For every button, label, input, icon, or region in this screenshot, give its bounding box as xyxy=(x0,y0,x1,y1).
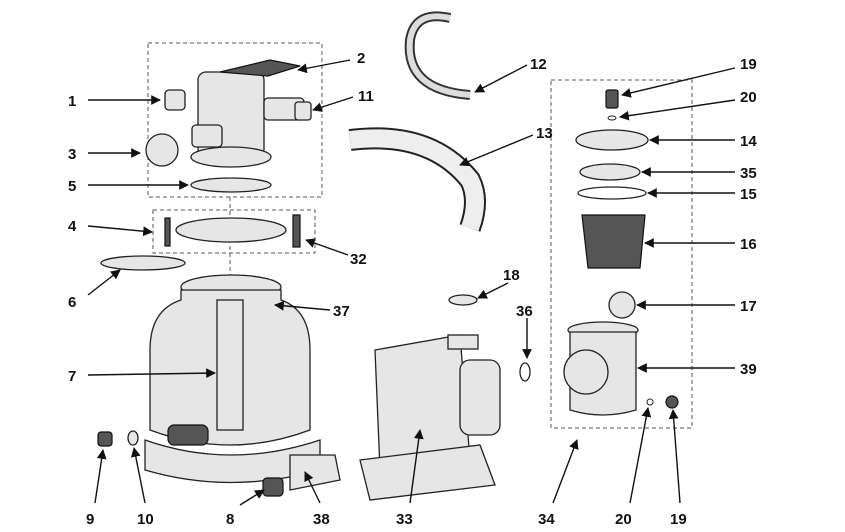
label-39: 39 xyxy=(740,361,757,378)
adapter xyxy=(448,294,478,306)
label-4: 4 xyxy=(68,218,77,235)
label-11: 11 xyxy=(358,88,374,105)
washer xyxy=(607,115,617,121)
strainer-housing xyxy=(563,321,639,416)
drain-plug xyxy=(262,477,284,497)
valve-group-box xyxy=(147,42,323,198)
label-13: 13 xyxy=(536,125,553,142)
pump-motor xyxy=(359,334,501,501)
label-17: 17 xyxy=(740,298,757,315)
label-10: 10 xyxy=(137,511,154,528)
pump-housing-group-box xyxy=(550,79,693,429)
small-washer xyxy=(646,398,654,406)
label-15: 15 xyxy=(740,186,757,203)
label-20-top: 20 xyxy=(740,89,757,106)
drain-screw xyxy=(665,395,679,409)
o-ring-36 xyxy=(519,362,531,382)
drain-cap xyxy=(97,431,113,447)
label-35: 35 xyxy=(740,165,757,182)
lid xyxy=(579,163,641,181)
label-12: 12 xyxy=(530,56,547,73)
label-14: 14 xyxy=(740,133,757,150)
check-valve xyxy=(608,291,636,319)
label-34: 34 xyxy=(538,511,555,528)
o-ring xyxy=(127,430,139,446)
label-36: 36 xyxy=(516,303,533,320)
clamp xyxy=(164,214,301,248)
label-18: 18 xyxy=(503,267,520,284)
label-6: 6 xyxy=(68,294,76,311)
label-38: 38 xyxy=(313,511,330,528)
label-5: 5 xyxy=(68,178,76,195)
screw xyxy=(605,89,619,109)
label-3: 3 xyxy=(68,146,76,163)
label-37: 37 xyxy=(333,303,350,320)
label-19-top: 19 xyxy=(740,56,757,73)
label-16: 16 xyxy=(740,236,757,253)
multiport-valve xyxy=(145,59,312,193)
strainer-basket xyxy=(581,214,646,269)
diffuser xyxy=(100,255,186,271)
clamp-group-box xyxy=(152,209,316,254)
label-9: 9 xyxy=(86,511,94,528)
label-2: 2 xyxy=(357,50,365,67)
lid-ring xyxy=(575,129,649,151)
label-8: 8 xyxy=(226,511,234,528)
label-32: 32 xyxy=(350,251,367,268)
hose xyxy=(404,11,471,100)
label-19-bottom: 19 xyxy=(670,511,687,528)
label-7: 7 xyxy=(68,368,76,385)
label-1: 1 xyxy=(68,93,76,110)
label-33: 33 xyxy=(396,511,413,528)
leader-lines xyxy=(87,59,736,506)
lid-o-ring xyxy=(577,186,647,200)
filter-tank xyxy=(144,274,341,491)
label-20-bottom: 20 xyxy=(615,511,632,528)
